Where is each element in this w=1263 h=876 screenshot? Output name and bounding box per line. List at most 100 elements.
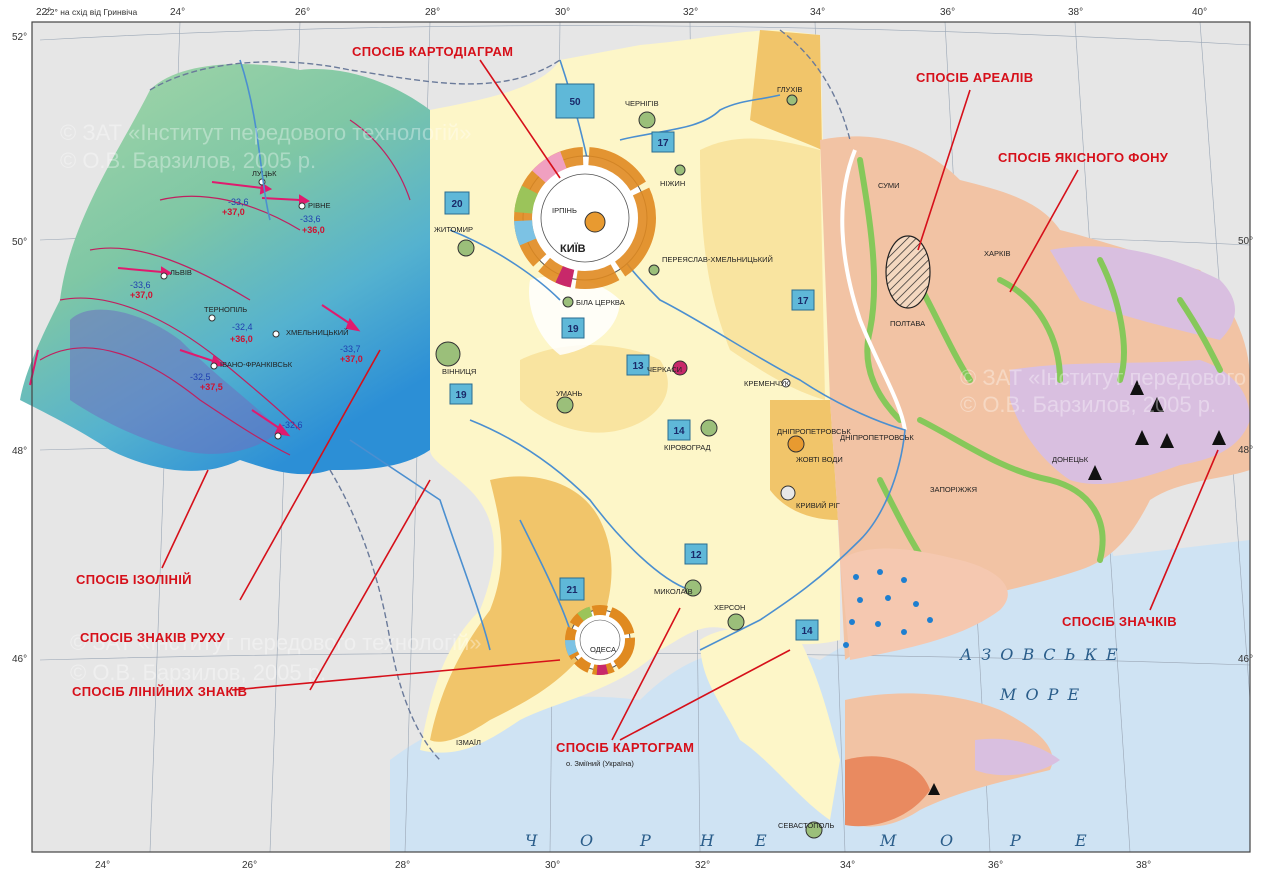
city-kryvyi-rih: КРИВИЙ РІГ xyxy=(796,501,840,510)
svg-text:Н: Н xyxy=(699,831,716,850)
city-kherson: ХЕРСОН xyxy=(714,603,745,612)
svg-text:17: 17 xyxy=(657,138,669,149)
city-cherkasy: ЧЕРКАСИ xyxy=(647,365,682,374)
rivers xyxy=(239,59,906,651)
coal-icon xyxy=(1160,433,1174,448)
svg-text:32°: 32° xyxy=(683,7,698,18)
svg-text:38°: 38° xyxy=(1068,7,1083,18)
city-kharkiv: ХАРКІВ xyxy=(984,249,1010,258)
cartogram-box xyxy=(559,577,585,601)
city-kirovohrad: КІРОВОГРАД xyxy=(664,443,711,452)
coal-icon xyxy=(1135,430,1149,445)
white-boundary xyxy=(840,149,907,431)
svg-text:24°: 24° xyxy=(95,860,110,871)
svg-text:+37,0: +37,0 xyxy=(130,290,153,300)
cartogram-zone-poltava xyxy=(700,138,825,400)
svg-text:+37,0: +37,0 xyxy=(340,354,363,364)
cartogram-box xyxy=(795,619,819,641)
svg-text:50°: 50° xyxy=(1238,236,1253,247)
svg-text:-33,7: -33,7 xyxy=(340,344,361,354)
map-frame xyxy=(31,21,1251,853)
method-labels: СПОСІБ КАРТОДІАГРАМ СПОСІБ АРЕАЛІВ СПОСІ… xyxy=(72,44,1177,755)
svg-text:50: 50 xyxy=(569,97,581,108)
svg-text:34°: 34° xyxy=(840,860,855,871)
city-zhovti-vody: ЖОВТІ ВОДИ xyxy=(796,455,843,464)
city-dnipropetrovsk-2: ДНІПРОПЕТРОВСЬК xyxy=(777,427,851,436)
crimea-mountains xyxy=(845,756,930,827)
city-hlukhiv: ГЛУХІВ xyxy=(777,85,802,94)
coal-icon xyxy=(928,783,940,795)
city-ivano-frankivsk: ІВАНО-ФРАНКІВСЬК xyxy=(220,360,293,369)
svg-text:28°: 28° xyxy=(395,860,410,871)
svg-text:12: 12 xyxy=(690,550,702,561)
west-cities: ЛУЦЬК РІВНЕ ЛЬВІВ ТЕРНОПІЛЬ ХМЕЛЬНИЦЬКИЙ… xyxy=(160,169,349,440)
svg-text:30°: 30° xyxy=(555,7,570,18)
areal-hatched-zone xyxy=(885,235,931,309)
svg-text:38°: 38° xyxy=(1136,860,1151,871)
coordinate-labels: 22° на схід від Гринвіча 22° 24° 26° 28°… xyxy=(12,7,1253,871)
svg-text:+37,0: +37,0 xyxy=(222,207,245,217)
water-dots xyxy=(843,569,933,648)
watermark-5: © ЗАТ «Інститут передового технологій» xyxy=(960,365,1263,390)
city-lviv: ЛЬВІВ xyxy=(170,268,192,277)
svg-text:26°: 26° xyxy=(295,7,310,18)
city-khmelnytskyi: ХМЕЛЬНИЦЬКИЙ xyxy=(286,328,349,337)
city-uman: УМАНЬ xyxy=(556,389,582,398)
city-odesa: ОДЕСА xyxy=(590,645,616,654)
crimea-west xyxy=(700,628,840,820)
svg-text:Е: Е xyxy=(754,831,769,850)
svg-text:-33,6: -33,6 xyxy=(228,197,249,207)
cartogram-box xyxy=(449,383,473,405)
svg-text:20: 20 xyxy=(451,199,463,210)
city-mykolaiv: МИКОЛАЇВ xyxy=(654,587,693,596)
svg-text:-32,5: -32,5 xyxy=(190,372,211,382)
watermark-6: © О.В. Барзилов, 2005 р. xyxy=(960,392,1216,417)
svg-text:32°: 32° xyxy=(695,860,710,871)
svg-text:36°: 36° xyxy=(940,7,955,18)
isolines xyxy=(39,119,411,456)
svg-text:19: 19 xyxy=(567,324,579,335)
svg-text:26°: 26° xyxy=(242,860,257,871)
svg-text:19: 19 xyxy=(455,390,467,401)
city-donetsk: ДОНЕЦЬК xyxy=(1052,455,1089,464)
method-leader-lines xyxy=(161,59,1219,741)
svg-text:48°: 48° xyxy=(1238,445,1253,456)
svg-text:+36,0: +36,0 xyxy=(302,225,325,235)
cartogram-box xyxy=(626,354,650,376)
svg-text:46°: 46° xyxy=(12,654,27,665)
city-chernihiv: ЧЕРНІГІВ xyxy=(625,99,659,108)
kerch-zone xyxy=(975,738,1060,776)
svg-text:22°: 22° xyxy=(36,7,51,18)
city-izmail: ІЗМАЇЛ xyxy=(456,738,481,747)
svg-text:-32,6: -32,6 xyxy=(282,420,303,430)
island-zmiinyi: о. Зміїний (Україна) xyxy=(566,759,634,768)
south-dots-zone xyxy=(840,548,1008,660)
label-isolines: СПОСІБ ІЗОЛІНІЙ xyxy=(76,572,192,587)
coal-icon xyxy=(1150,397,1164,412)
svg-text:+36,0: +36,0 xyxy=(230,334,253,344)
coal-icon xyxy=(1088,465,1102,480)
svg-text:-33,6: -33,6 xyxy=(300,214,321,224)
borders xyxy=(149,29,851,761)
label-icons: СПОСІБ ЗНАЧКІВ xyxy=(1062,614,1177,629)
city-rivne: РІВНЕ xyxy=(308,201,331,210)
meridian-note: 22° на схід від Гринвіча xyxy=(45,7,138,17)
isoline-values: -33,6 +36,0 -33,6 +37,0 -33,6 +37,0 -32,… xyxy=(130,197,363,430)
svg-text:Ч: Ч xyxy=(525,831,539,850)
svg-text:13: 13 xyxy=(632,361,644,372)
label-movement: СПОСІБ ЗНАКІВ РУХУ xyxy=(80,630,226,645)
watermark-4: © О.В. Барзилов, 2005 р. xyxy=(70,660,326,685)
city-irpin: ІРПІНЬ xyxy=(552,206,577,215)
city-nizhyn: НІЖИН xyxy=(660,179,685,188)
cartogram-box xyxy=(667,419,691,441)
cartogram-zone-odesa xyxy=(430,476,612,742)
city-bila-tserkva: БІЛА ЦЕРКВА xyxy=(576,298,625,307)
cartogram-box xyxy=(555,83,595,119)
label-cartogram: СПОСІБ КАРТОГРАМ xyxy=(556,740,694,755)
city-sevastopol: СЕВАСТОПОЛЬ xyxy=(778,821,834,830)
svg-text:Р: Р xyxy=(1009,831,1023,850)
svg-text:14: 14 xyxy=(801,626,813,637)
label-cartodiagram: СПОСІБ КАРТОДІАГРАМ xyxy=(352,44,513,59)
